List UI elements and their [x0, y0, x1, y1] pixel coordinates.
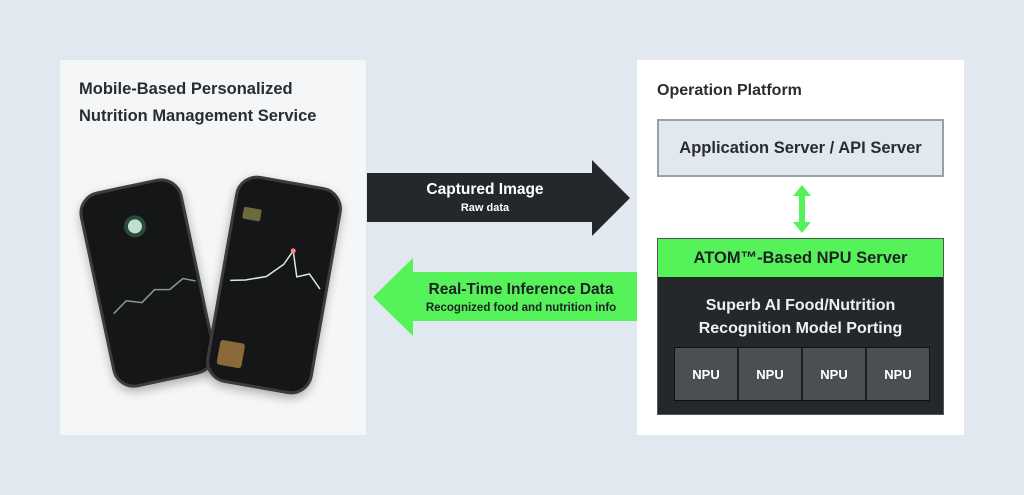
arrow-subtitle: Recognized food and nutrition info [425, 302, 617, 314]
application-server-box: Application Server / API Server [657, 119, 944, 177]
inference-data-label: Real-Time Inference Data Recognized food… [405, 281, 637, 314]
npu-cell: NPU [867, 348, 929, 400]
model-porting-label: Superb AI Food/Nutrition Recognition Mod… [658, 294, 943, 340]
npu-cell: NPU [739, 348, 803, 400]
operation-platform-title: Operation Platform [657, 82, 802, 99]
arrow-title: Real-Time Inference Data [428, 281, 614, 298]
captured-image-label: Captured Image Raw data [380, 181, 590, 214]
captured-image-arrow [367, 160, 630, 236]
mobile-service-title: Mobile-Based Personalized Nutrition Mana… [79, 76, 316, 130]
arrow-subtitle: Raw data [460, 202, 510, 214]
title-line: Nutrition Management Service [79, 107, 317, 125]
npu-cells: NPU NPU NPU NPU [674, 347, 930, 401]
phone-image-left [75, 174, 220, 392]
npu-server-box: ATOM™-Based NPU Server Superb AI Food/Nu… [657, 238, 944, 415]
npu-cell: NPU [803, 348, 867, 400]
title-line: Mobile-Based Personalized [79, 80, 293, 98]
operation-platform-panel: Operation Platform Application Server / … [637, 60, 964, 435]
model-line: Superb AI Food/Nutrition [705, 297, 896, 314]
arrow-title: Captured Image [426, 181, 544, 198]
inference-data-arrow [373, 258, 637, 336]
npu-cell: NPU [675, 348, 739, 400]
npu-server-header: ATOM™-Based NPU Server [658, 239, 943, 277]
mobile-service-panel: Mobile-Based Personalized Nutrition Mana… [60, 60, 366, 435]
double-arrow-icon [793, 185, 811, 233]
model-line: Recognition Model Porting [698, 320, 903, 337]
phone-image-right [202, 172, 346, 398]
